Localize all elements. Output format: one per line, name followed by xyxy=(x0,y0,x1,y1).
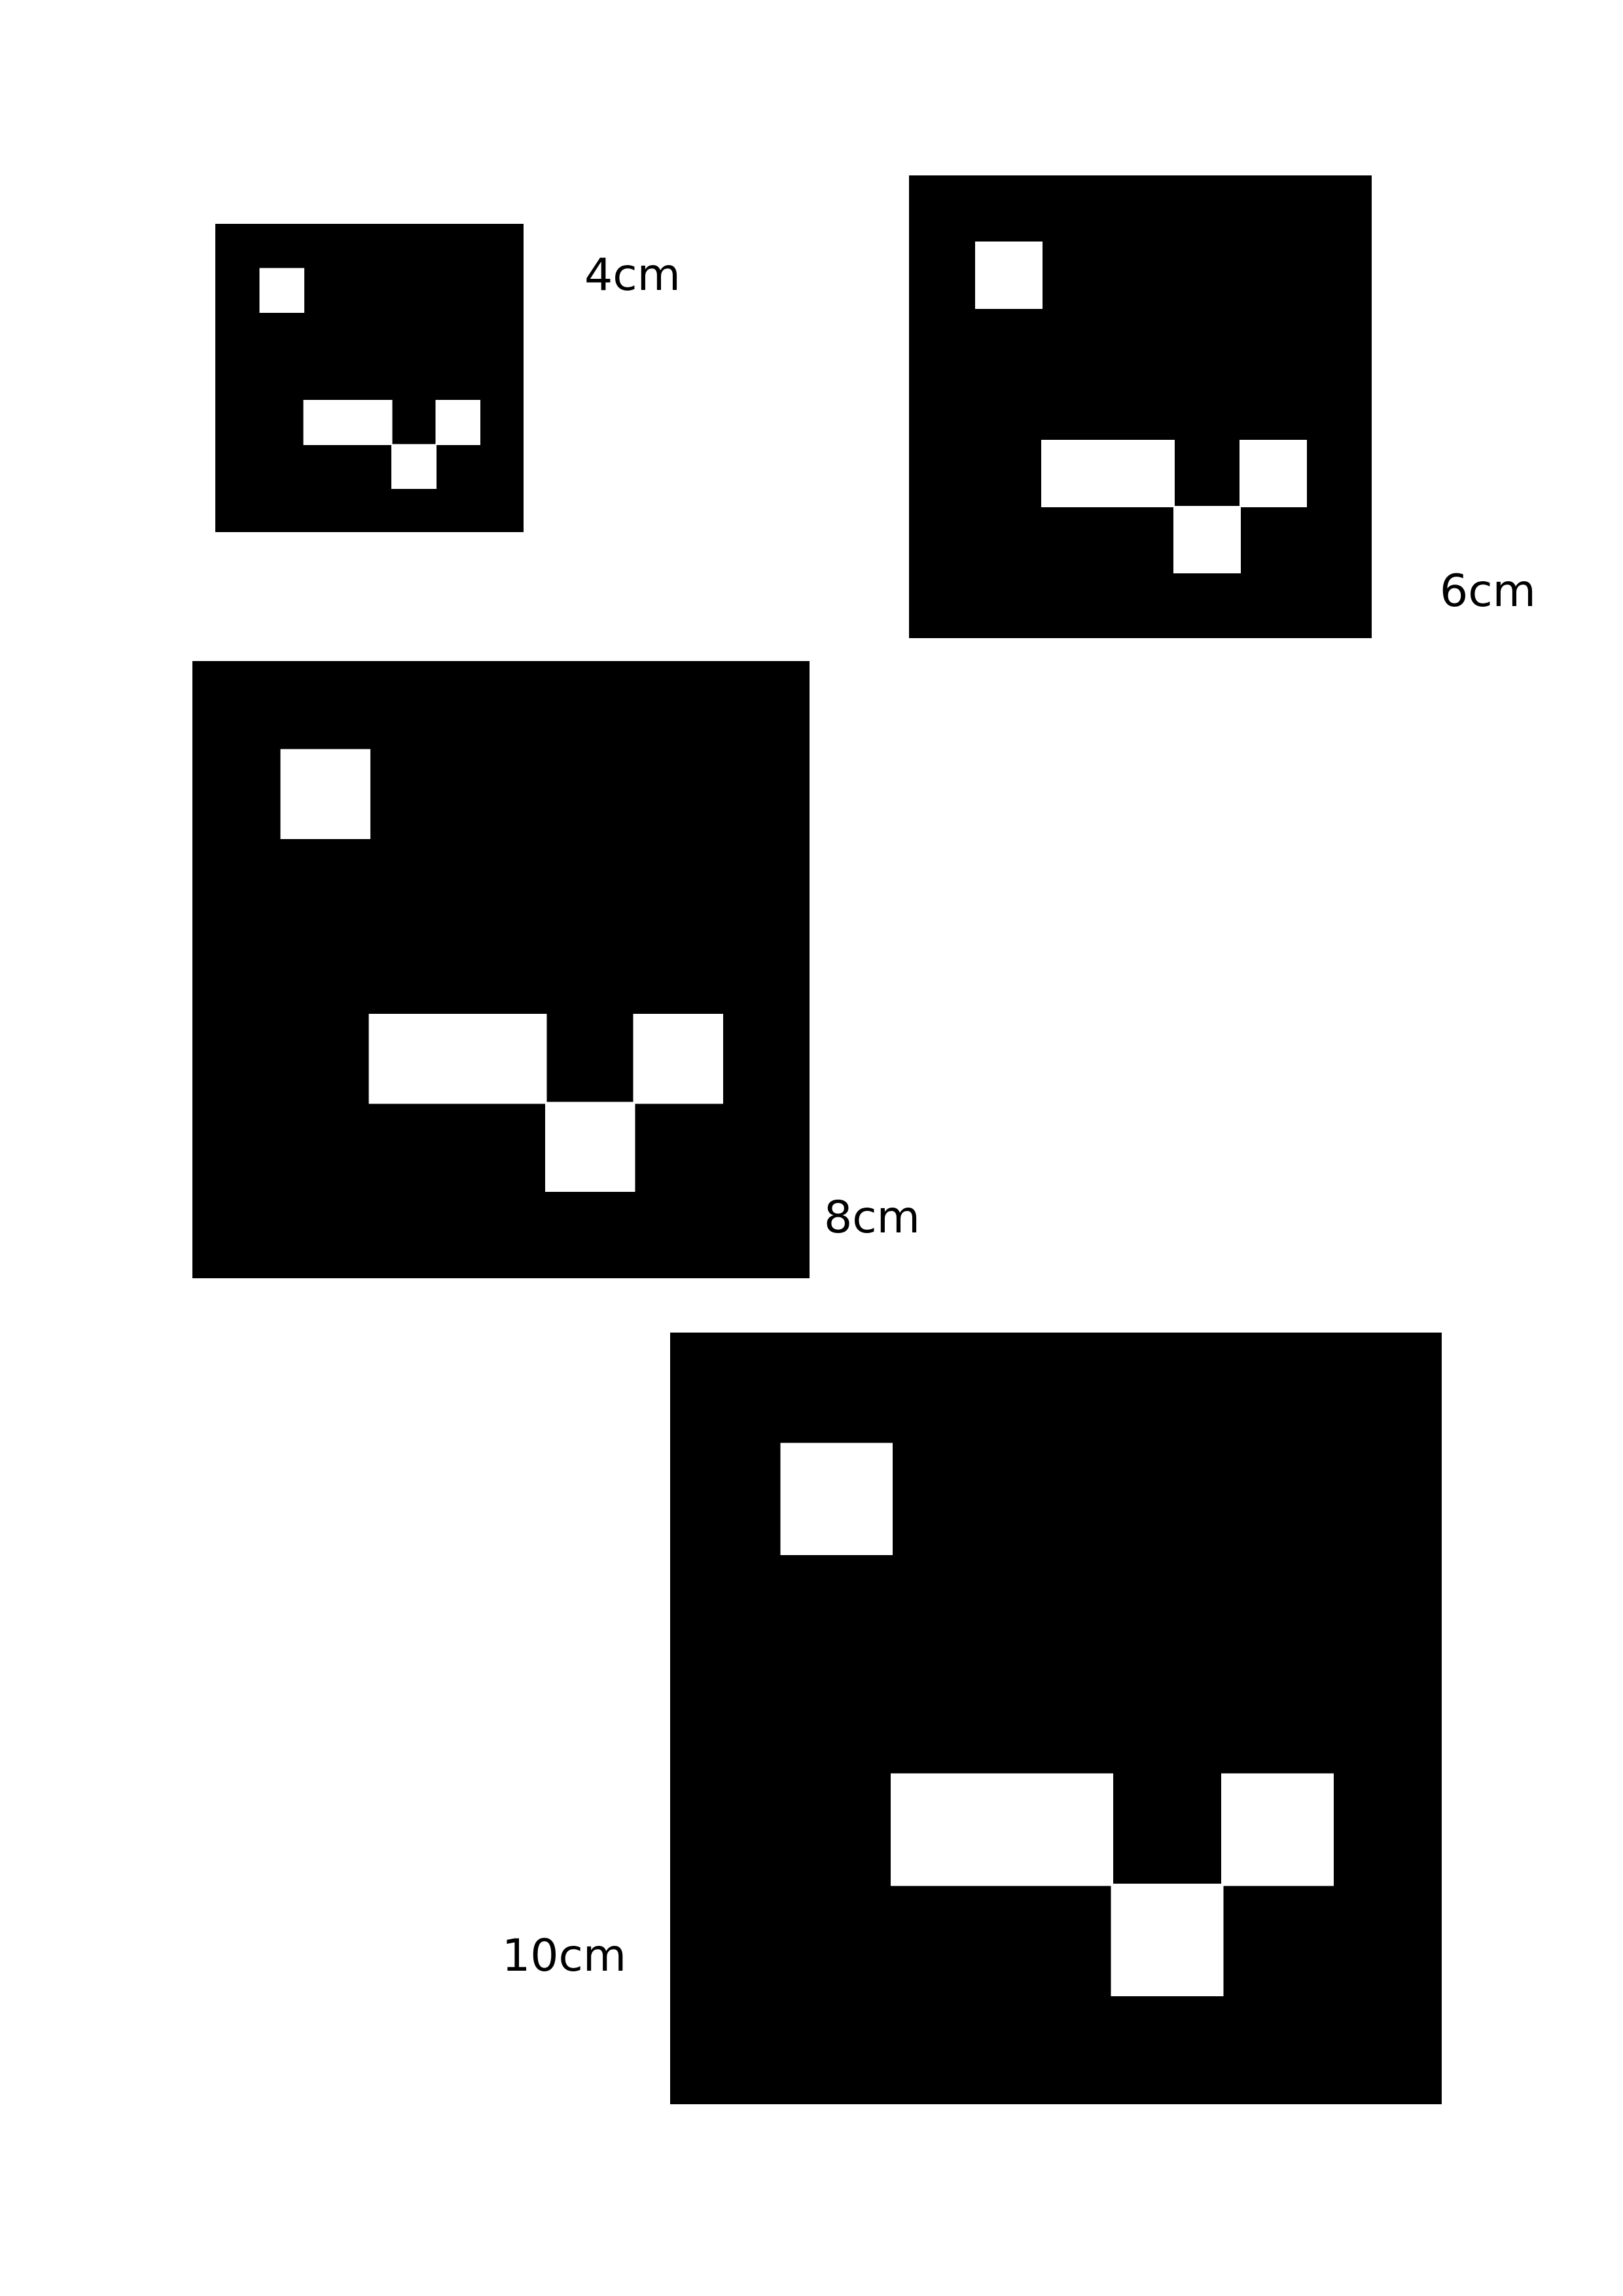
marker-cell xyxy=(368,1013,459,1104)
marker-cell xyxy=(1221,1773,1334,1886)
marker-cell xyxy=(1240,440,1308,508)
marker-cell xyxy=(1111,1884,1224,1996)
marker-cell xyxy=(1001,1773,1114,1886)
marker-cell xyxy=(780,1443,893,1556)
marker-cell xyxy=(259,268,304,313)
fiducial-marker-4cm xyxy=(215,224,524,532)
size-label-4cm: 4cm xyxy=(584,249,681,301)
marker-cell xyxy=(1041,440,1109,508)
marker-cell xyxy=(347,400,393,445)
fiducial-marker-6cm xyxy=(909,175,1372,638)
marker-pattern xyxy=(215,224,524,532)
marker-cell xyxy=(633,1013,723,1104)
size-label-8cm: 8cm xyxy=(824,1192,920,1244)
marker-cell xyxy=(391,444,437,490)
size-label-6cm: 6cm xyxy=(1440,565,1536,617)
marker-cell xyxy=(457,1013,547,1104)
marker-pattern xyxy=(909,175,1372,638)
marker-cell xyxy=(435,400,481,445)
marker-cell xyxy=(303,400,349,445)
marker-cell xyxy=(1107,440,1175,508)
marker-pattern xyxy=(670,1333,1442,2104)
marker-cell xyxy=(975,242,1043,310)
fiducial-marker-8cm xyxy=(192,661,810,1278)
fiducial-marker-10cm xyxy=(670,1333,1442,2104)
marker-pattern xyxy=(192,661,810,1278)
marker-cell xyxy=(890,1773,1003,1886)
size-label-10cm: 10cm xyxy=(502,1930,627,1982)
marker-cell xyxy=(1173,506,1241,574)
marker-cell xyxy=(280,749,371,840)
marker-cell xyxy=(544,1102,635,1192)
